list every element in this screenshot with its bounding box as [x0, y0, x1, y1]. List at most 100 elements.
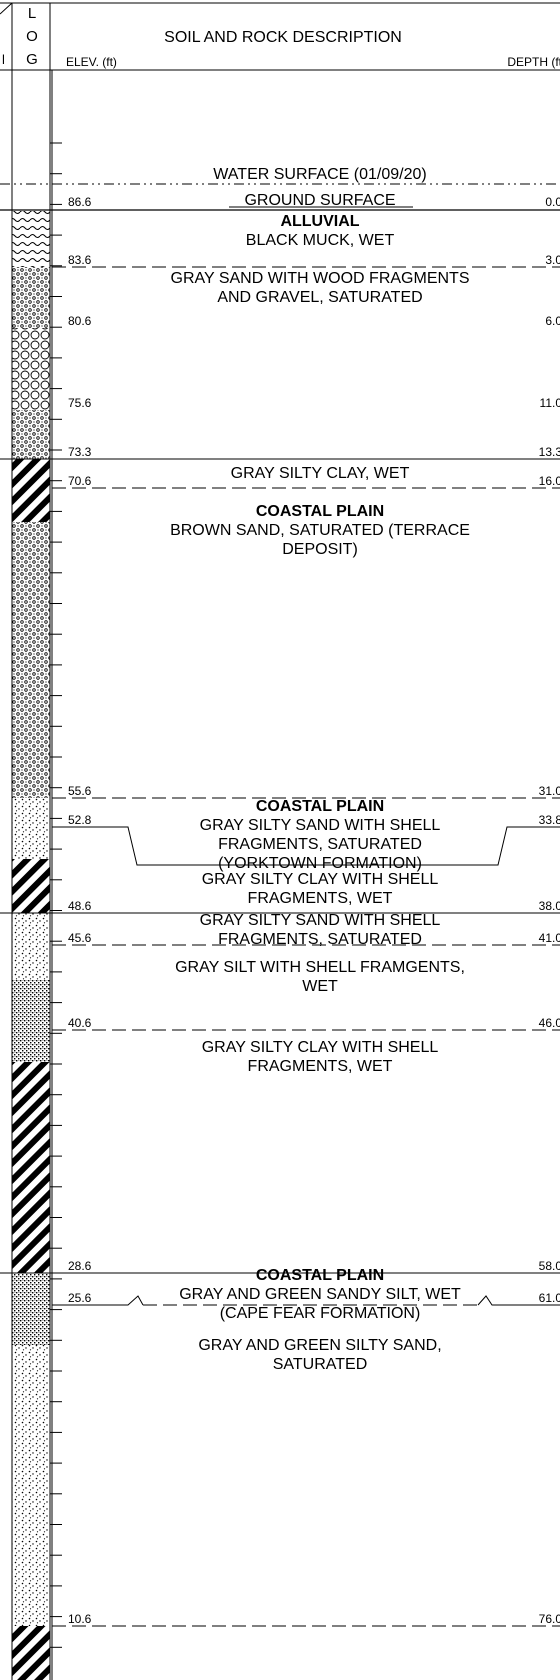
layer-boundaries: 83.6 3.0 80.6 6.0 75.6 11.0 73.3 13.3 70.6 16.0 55…	[0, 253, 560, 1627]
layer-boundary: 45.6 41.0	[52, 931, 560, 946]
layer-description-line: BROWN SAND, SATURATED (TERRACE	[170, 522, 470, 539]
layer-description: GRAY AND GREEN SILTY SAND, SATURATED	[198, 1337, 441, 1373]
layer-description: GRAY SAND WITH WOOD FRAGMENTS AND GRAVEL,…	[171, 270, 470, 306]
layer-description-line: (CAPE FEAR FORMATION)	[220, 1305, 421, 1322]
ground-surface-elevation: 86.6	[68, 195, 92, 209]
layer-boundary: 73.3 13.3	[0, 445, 560, 460]
layer-description-line: WET	[302, 978, 338, 995]
boundary-elevation: 25.6	[68, 1291, 92, 1305]
boundary-elevation: 80.6	[68, 314, 92, 328]
boundary-depth: 3.0	[545, 253, 560, 267]
layer-description-line: FRAGMENTS, SATURATED	[218, 931, 422, 948]
layer-description-line: AND GRAVEL, SATURATED	[217, 289, 422, 306]
bracket-left-line	[52, 1295, 144, 1306]
layer-description: GRAY SILTY CLAY, WET	[231, 465, 410, 482]
layer-boundary: 70.6 16.0	[52, 474, 560, 489]
layer-boundary: 55.6 31.0	[52, 784, 560, 799]
elevation-ticks	[50, 142, 62, 1648]
layer-description: ALLUVIAL BLACK MUCK, WET	[246, 213, 395, 249]
boundary-depth: 11.0	[540, 396, 560, 410]
log-pattern-silty-sand	[12, 913, 50, 980]
layer-description: GRAY SILTY SAND WITH SHELL FRAGMENTS, SAT…	[200, 912, 441, 948]
boundary-depth: 33.8	[539, 813, 560, 827]
layer-description-line: GRAY SILTY CLAY WITH SHELL	[202, 871, 439, 888]
description-column-title: SOIL AND ROCK DESCRIPTION	[164, 29, 402, 46]
ground-surface-marker: GROUND SURFACE 86.6 0.0	[0, 192, 560, 211]
layer-description-line: FRAGMENTS, WET	[248, 1058, 393, 1075]
boundary-depth: 13.3	[539, 445, 560, 459]
boundary-elevation: 70.6	[68, 474, 92, 488]
boundary-depth: 76.0	[539, 1612, 560, 1626]
boundary-elevation: 73.3	[68, 445, 92, 459]
layer-description-line: GRAY SILTY CLAY, WET	[231, 465, 410, 482]
layer-description-line: GRAY SILTY SAND WITH SHELL	[200, 912, 441, 929]
log-pattern-clay	[12, 459, 50, 522]
layer-description-line: DEPOSIT)	[282, 541, 358, 558]
log-pattern-muck	[12, 211, 50, 267]
layer-boundary: 75.6 11.0	[68, 396, 560, 410]
boundary-depth: 61.0	[539, 1291, 560, 1305]
log-pattern-clay	[12, 859, 50, 913]
boundary-elevation: 40.6	[68, 1016, 92, 1030]
boundary-depth: 31.0	[539, 784, 560, 798]
log-pattern-silt	[12, 1273, 50, 1345]
log-header-letter-l: L	[28, 5, 36, 22]
layer-description-line: SATURATED	[273, 1356, 368, 1373]
layer-boundary: 52.8 33.8	[52, 813, 560, 866]
layer-description-line: GRAY SAND WITH WOOD FRAGMENTS	[171, 270, 470, 287]
layer-descriptions: ALLUVIAL BLACK MUCK, WET GRAY SAND WITH WO…	[170, 213, 470, 1373]
formation-bracket-line	[52, 826, 560, 866]
layer-heading: COASTAL PLAIN	[256, 1267, 384, 1284]
log-pattern-sand-gravel	[12, 522, 50, 798]
boundary-depth: 46.0	[539, 1016, 560, 1030]
layer-description: GRAY SILTY CLAY WITH SHELL FRAGMENTS, WET	[202, 871, 439, 907]
layer-heading: ALLUVIAL	[280, 213, 359, 230]
layer-description: COASTAL PLAIN GRAY AND GREEN SANDY SILT, …	[179, 1267, 461, 1322]
layer-description-line: GRAY AND GREEN SILTY SAND,	[198, 1337, 441, 1354]
header-diagonal-stub	[0, 2, 13, 15]
layer-description-line: GRAY SILTY SAND WITH SHELL	[200, 817, 441, 834]
boundary-depth: 6.0	[545, 314, 560, 328]
boundary-depth: 41.0	[539, 931, 560, 945]
log-pattern-clay	[12, 1626, 50, 1680]
log-header-letter-g: G	[26, 51, 38, 68]
layer-heading: COASTAL PLAIN	[256, 798, 384, 815]
layer-boundary: 40.6 46.0	[52, 1016, 560, 1031]
log-pattern-sand-gravel	[12, 267, 50, 328]
layer-description-line: FRAGMENTS, SATURATED	[218, 836, 422, 853]
boundary-elevation: 83.6	[68, 253, 92, 267]
log-pattern-silt	[12, 980, 50, 1062]
layer-description-line: GRAY AND GREEN SANDY SILT, WET	[179, 1286, 461, 1303]
log-pattern-silty-sand	[12, 798, 50, 859]
boundary-depth: 16.0	[539, 474, 560, 488]
layer-description-line: FRAGMENTS, WET	[248, 890, 393, 907]
boundary-elevation: 55.6	[68, 784, 92, 798]
layer-description-line: BLACK MUCK, WET	[246, 232, 395, 249]
boundary-elevation: 45.6	[68, 931, 92, 945]
layer-description: COASTAL PLAIN BROWN SAND, SATURATED (TERR…	[170, 503, 470, 558]
layer-description: GRAY SILT WITH SHELL FRAMGENTS,WET	[175, 959, 465, 995]
boundary-depth: 38.0	[539, 899, 560, 913]
ground-surface-depth: 0.0	[545, 195, 560, 209]
boundary-elevation: 48.6	[68, 899, 92, 913]
layer-boundary: 83.6 3.0	[52, 253, 560, 268]
bracket-right-line	[477, 1295, 560, 1306]
water-surface-label: WATER SURFACE (01/09/20)	[213, 166, 426, 183]
log-pattern-silty-sand	[12, 1345, 50, 1626]
boundary-elevation: 52.8	[68, 813, 92, 827]
log-pattern-clay	[12, 1062, 50, 1273]
log-pattern-sand-gravel	[12, 410, 50, 459]
layer-boundary: 80.6 6.0	[68, 314, 560, 328]
log-header-letter-o: O	[26, 28, 38, 45]
layer-boundary: 48.6 38.0	[0, 899, 560, 914]
layer-description: COASTAL PLAIN GRAY SILTY SAND WITH SHELL F…	[200, 798, 441, 872]
log-pattern-gravel	[12, 328, 50, 410]
boundary-elevation: 75.6	[68, 396, 92, 410]
layer-boundary: 10.6 76.0	[52, 1612, 560, 1627]
boundary-depth: 58.0	[539, 1259, 560, 1273]
depth-column-label: DEPTH (ft	[507, 55, 560, 69]
boundary-elevation: 10.6	[68, 1612, 92, 1626]
layer-heading: COASTAL PLAIN	[256, 503, 384, 520]
